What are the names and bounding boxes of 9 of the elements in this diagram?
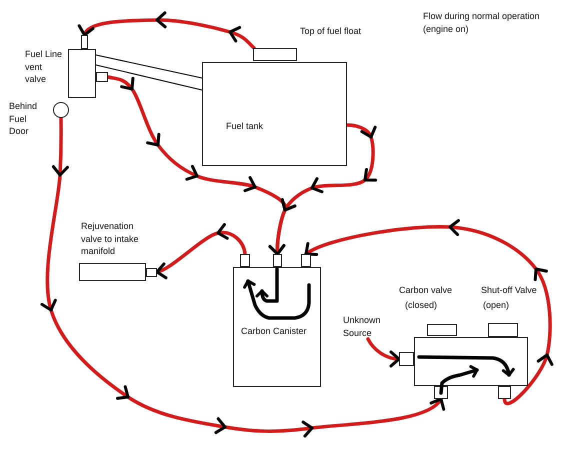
tank-label: Fuel tank — [226, 120, 264, 132]
float-label: Top of fuel float — [300, 25, 362, 38]
canister-label: Carbon Canister — [241, 325, 308, 338]
shutoff-valve-label: Shut-off Valve (open) — [481, 284, 538, 312]
door-label: Behind Fuel Door — [9, 100, 38, 138]
valve-label: Fuel Line vent valve — [25, 48, 64, 86]
rejuvenation-label: Rejuvenation valve to intake manifold — [81, 220, 140, 258]
carbon-valve-label: Carbon valve (closed) — [399, 284, 454, 312]
diagram-title: Flow during normal operation (engine on) — [423, 10, 541, 35]
